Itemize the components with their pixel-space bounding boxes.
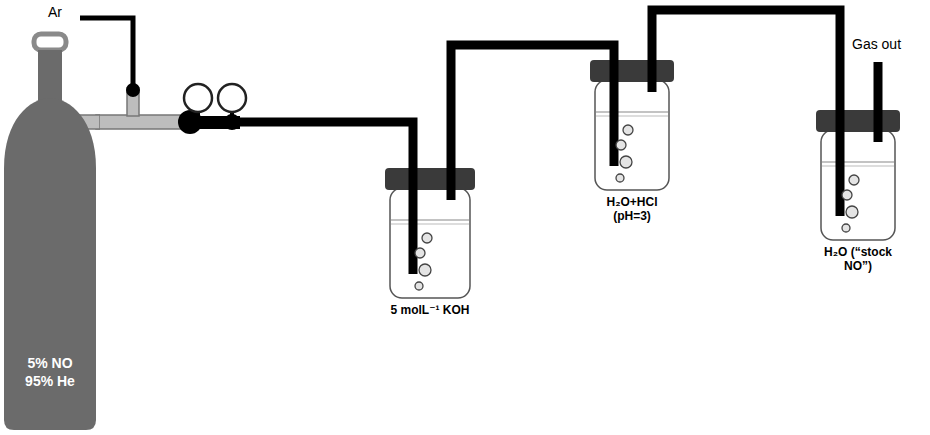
- beaker-outline: [385, 168, 475, 300]
- beaker-cap: [590, 60, 674, 82]
- gas-bubble: [842, 190, 852, 200]
- bottle-shape: [590, 60, 674, 192]
- gas-bubble: [620, 156, 632, 168]
- gas-bubble: [616, 140, 626, 150]
- gas-bubble: [422, 233, 432, 243]
- bottle-shape: [816, 110, 900, 242]
- inlet-tube: [409, 168, 418, 190]
- cylinder-body: [4, 98, 96, 430]
- gas-out-tube: [874, 62, 883, 112]
- cylinder-neck: [38, 50, 62, 102]
- inlet-tube: [409, 168, 418, 274]
- inlet-tube: [610, 60, 619, 166]
- beaker-glass: [390, 188, 470, 298]
- beaker-cap: [816, 110, 900, 132]
- cylinder-handle: [34, 34, 66, 50]
- liquid-level: [822, 166, 894, 167]
- gas-label: Ar: [48, 4, 62, 20]
- beaker-outline: [590, 60, 674, 192]
- gas-bubble: [419, 264, 431, 276]
- gas-bubble: [842, 224, 850, 232]
- valve-pipe: [96, 115, 188, 129]
- outlet-tube: [874, 110, 883, 142]
- pressure-gauge: [218, 84, 246, 112]
- beaker-glass: [595, 80, 669, 190]
- gas-wash-bottle: H₂O (“stock NO”): [816, 110, 900, 274]
- inlet-tube: [610, 60, 619, 82]
- inlet-tube: [836, 110, 845, 132]
- liquid-level: [596, 111, 668, 112]
- gas-bubble: [623, 125, 633, 135]
- bottle-label: 5 molL⁻¹ KOH: [390, 303, 469, 317]
- gas-bubble: [415, 248, 425, 258]
- outlet-tube: [874, 110, 883, 132]
- outlet-tube: [447, 168, 456, 200]
- gas-bubble: [415, 282, 423, 290]
- liquid-level: [391, 224, 469, 225]
- gas-tube: [652, 10, 840, 110]
- outlet-tube: [648, 60, 657, 92]
- gas-bubble: [846, 206, 858, 218]
- argon-line: [80, 18, 133, 88]
- gas-cylinder-outline: [0, 28, 100, 432]
- beaker-cap: [385, 168, 475, 190]
- pressure-gauge: [184, 84, 212, 112]
- gas-bubble: [849, 175, 859, 185]
- liquid-level: [596, 116, 668, 117]
- regulator-knob: [224, 114, 240, 130]
- gas-wash-bottle: 5 molL⁻¹ KOH: [385, 168, 475, 317]
- argon-knob: [126, 83, 140, 97]
- liquid-level: [391, 219, 469, 220]
- beaker-outline: [816, 110, 900, 242]
- bottle-label: H₂O (“stock NO”): [816, 245, 900, 274]
- bottle-label: H₂O+HCl (pH=3): [590, 195, 674, 224]
- gas-label: Gas out: [852, 36, 901, 52]
- regulator-knob: [178, 110, 202, 134]
- cylinder-label: 5% NO 95% He: [14, 355, 86, 390]
- gas-bubble: [616, 174, 624, 182]
- gas-cylinder: 5% NO 95% He: [0, 28, 100, 432]
- bottle-shape: [385, 168, 475, 300]
- outlet-tube: [447, 168, 456, 190]
- beaker-glass: [821, 130, 895, 240]
- liquid-level: [822, 161, 894, 162]
- gas-tube: [451, 45, 614, 168]
- outlet-tube: [648, 60, 657, 82]
- inlet-tube: [836, 110, 845, 216]
- gas-wash-bottle: H₂O+HCl (pH=3): [590, 60, 674, 224]
